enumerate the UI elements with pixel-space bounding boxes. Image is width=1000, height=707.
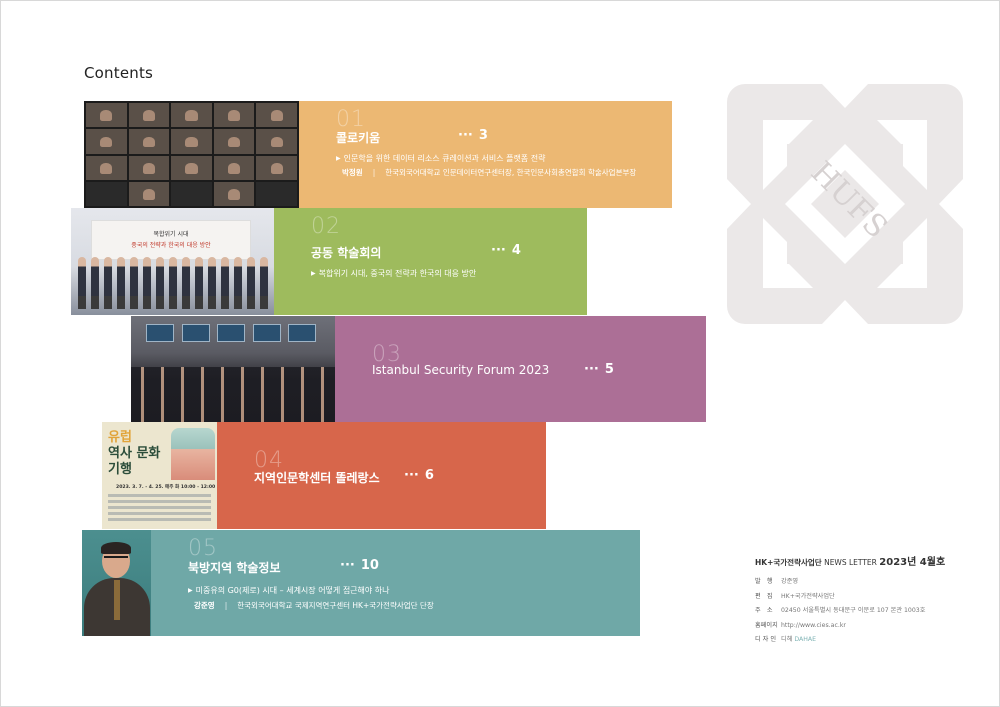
info-label: 편 집 (755, 592, 773, 600)
author-affiliation: 한국외국어대학교 국제지역연구센터 HK+국가전략사업단 단장 (237, 601, 434, 610)
newsletter-header: HK+국가전략사업단 NEWS LETTER 2023년 4월호 (755, 553, 945, 568)
contents-item-01[interactable]: 01 콜로키움 ··· 3 ▶인문학을 위한 데이터 리소스 큐레이션과 서비스 … (298, 101, 672, 208)
item-page: ··· 3 (458, 128, 488, 143)
group-people (71, 257, 274, 309)
photo-author-portrait (82, 530, 151, 636)
triangle-bullet-icon: ▶ (336, 155, 341, 162)
triangle-bullet-icon: ▶ (311, 270, 316, 277)
dots-icon: ··· (458, 128, 473, 143)
page-number: 10 (360, 558, 379, 573)
item-page: ··· 10 (340, 558, 379, 573)
item-title: Istanbul Security Forum 2023 (372, 363, 550, 377)
newsletter-org: HK+국가전략사업단 (755, 558, 822, 567)
newsletter-issue: 2023년 4월호 (879, 557, 946, 568)
dots-icon: ··· (340, 558, 355, 573)
item-page: ··· 6 (404, 468, 434, 483)
audience-rows (131, 367, 335, 422)
photo-zoom-meeting (84, 101, 299, 208)
item-number: 02 (311, 214, 341, 239)
info-row-publisher: 발 행 강준영 (755, 575, 925, 590)
info-label: 주 소 (755, 607, 773, 614)
poster-title: 유럽 역사 문화 기행 (108, 430, 178, 478)
poster-date: 2023. 3. 7. - 4. 25. 매주 화 10:00 - 12:00 (116, 485, 216, 490)
design-name-latin: DAHAE (794, 636, 817, 643)
hufs-logo-icon: HUFS (727, 84, 963, 324)
triangle-bullet-icon: ▶ (188, 587, 193, 594)
info-value: HK+국가전략사업단 (781, 592, 835, 600)
item-author: 강준영 | 한국외국어대학교 국제지역연구센터 HK+국가전략사업단 단장 (194, 600, 434, 611)
author-name: 박정원 (342, 168, 363, 177)
item-number: 03 (372, 342, 402, 367)
newsletter-info: 발 행 강준영 편 집 HK+국가전략사업단 주 소 02450 서울특별시 동대문구… (755, 575, 925, 648)
item-number: 05 (188, 536, 218, 561)
info-row-address: 주 소 02450 서울특별시 동대문구 이문로 107 본관 1003호 (755, 604, 925, 619)
poster-title-line-1: 유럽 (108, 430, 132, 445)
item-page: ··· 4 (491, 243, 521, 258)
item-subtitle: ▶미중유의 G0(제로) 시대 – 세계시장 어떻게 접근해야 하나 (188, 585, 390, 596)
item-number: 04 (254, 448, 284, 473)
contents-item-03[interactable]: 03 Istanbul Security Forum 2023 ··· 5 (334, 316, 706, 422)
author-affiliation: 한국외국어대학교 인문데이터연구센터장, 한국인문사회총연합회 학술사업본부장 (385, 168, 637, 177)
poster-illustration (171, 428, 215, 480)
author-name: 강준영 (194, 601, 215, 610)
item-subtitle: ▶복합위기 시대, 중국의 전략과 한국의 대응 방안 (311, 268, 476, 279)
page-number: 4 (511, 243, 521, 258)
item-title: 지역인문학센터 똘레랑스 (254, 471, 380, 485)
item-title: 북방지역 학술정보 (188, 561, 281, 575)
homepage-link[interactable]: http://www.cies.ac.kr (781, 621, 846, 629)
dots-icon: ··· (491, 243, 506, 258)
info-label: 홈페이지 (755, 621, 778, 629)
page-number: 6 (424, 468, 434, 483)
item-title: 공동 학술회의 (311, 246, 382, 260)
banner-line-2: 중국의 전략과 한국의 대응 방안 (131, 242, 211, 249)
poster-title-line-2: 역사 문화 (108, 446, 161, 461)
contents-item-05[interactable]: 05 북방지역 학술정보 ··· 10 ▶미중유의 G0(제로) 시대 – 세계시… (150, 530, 640, 636)
subtitle-text: 복합위기 시대, 중국의 전략과 한국의 대응 방안 (318, 269, 477, 278)
info-value: 디헤 DAHAE (781, 636, 816, 643)
poster-program-lines (108, 494, 211, 522)
dots-icon: ··· (584, 362, 599, 377)
banner-line-1: 복합위기 시대 (153, 231, 189, 238)
photo-event-poster: 유럽 역사 문화 기행 2023. 3. 7. - 4. 25. 매주 화 10… (102, 422, 217, 529)
stage-screens (146, 324, 316, 348)
item-number: 01 (336, 107, 366, 132)
author-separator: | (372, 168, 376, 177)
author-separator: | (224, 601, 228, 610)
item-subtitle: ▶인문학을 위한 데이터 리소스 큐레이션과 서비스 플랫폼 전략 (336, 153, 545, 164)
design-name: 디헤 (781, 636, 793, 643)
photo-banner: 복합위기 시대 중국의 전략과 한국의 대응 방안 (91, 220, 251, 260)
info-value: 02450 서울특별시 동대문구 이문로 107 본관 1003호 (781, 607, 926, 614)
info-label: 디 자 인 (755, 636, 777, 643)
page-number: 5 (604, 362, 614, 377)
poster-title-line-3: 기행 (108, 462, 132, 477)
contents-item-02[interactable]: 02 공동 학술회의 ··· 4 ▶복합위기 시대, 중국의 전략과 한국의 대응… (273, 208, 587, 315)
photo-conference-group: 복합위기 시대 중국의 전략과 한국의 대응 방안 (71, 208, 274, 315)
subtitle-text: 인문학을 위한 데이터 리소스 큐레이션과 서비스 플랫폼 전략 (343, 154, 546, 163)
photo-forum-audience (131, 316, 335, 422)
newsletter-label: NEWS LETTER (824, 558, 877, 567)
info-row-editor: 편 집 HK+국가전략사업단 (755, 590, 925, 605)
dots-icon: ··· (404, 468, 419, 483)
item-title: 콜로키움 (336, 131, 381, 145)
contents-heading: Contents (84, 64, 154, 82)
item-author: 박정원 | 한국외국어대학교 인문데이터연구센터장, 한국인문사회총연합회 학술사업… (342, 167, 636, 178)
subtitle-text: 미중유의 G0(제로) 시대 – 세계시장 어떻게 접근해야 하나 (195, 586, 390, 595)
info-value: 강준영 (781, 578, 799, 585)
info-row-design: 디 자 인 디헤 DAHAE (755, 633, 925, 648)
contents-item-04[interactable]: 04 지역인문학센터 똘레랑스 ··· 6 (216, 422, 546, 529)
info-label: 발 행 (755, 578, 773, 585)
page-number: 3 (478, 128, 488, 143)
item-page: ··· 5 (584, 362, 614, 377)
